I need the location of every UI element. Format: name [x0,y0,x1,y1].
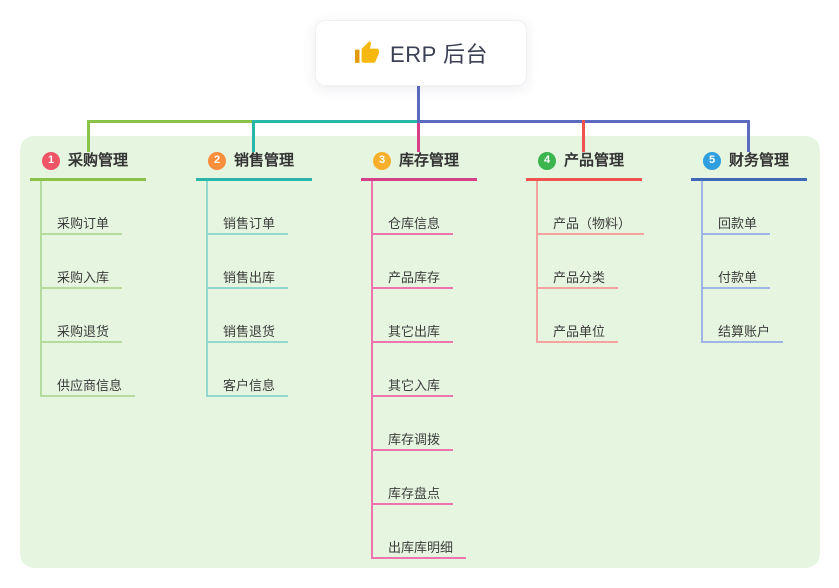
branch-label: 财务管理 [729,152,790,169]
branch-label: 采购管理 [68,152,129,169]
branch-column-chanpin: 4 产品管理 产品（物料） 产品分类 产品单位 [526,148,686,343]
branch-children: 销售订单 销售出库 销售退货 客户信息 [206,181,289,397]
child-node[interactable]: 采购入库 [42,235,123,289]
child-node[interactable]: 销售退货 [208,289,289,343]
child-node[interactable]: 销售出库 [208,235,289,289]
stub-branch3 [417,123,420,152]
bus-segment-branch2 [252,120,419,123]
branch-label: 产品管理 [564,152,625,169]
branch-label: 库存管理 [399,152,460,169]
branch-node-chanpin[interactable]: 4 产品管理 [526,148,642,181]
branch-label: 销售管理 [234,152,295,169]
child-node[interactable]: 仓库信息 [373,181,454,235]
bus-segment-branch1 [87,120,254,123]
child-node[interactable]: 采购退货 [42,289,123,343]
branch-badge-3: 3 [373,151,391,170]
root-node[interactable]: ERP 后台 [315,20,527,86]
branch-node-kucun[interactable]: 3 库存管理 [361,148,477,181]
child-node[interactable]: 客户信息 [208,343,289,397]
branch-column-xiaoshou: 2 销售管理 销售订单 销售出库 销售退货 客户信息 [196,148,356,397]
child-node[interactable]: 其它入库 [373,343,454,397]
branch-column-caiwu: 5 财务管理 回款单 付款单 结算账户 [691,148,839,343]
child-node[interactable]: 产品分类 [538,235,619,289]
branch-children: 采购订单 采购入库 采购退货 供应商信息 [40,181,136,397]
child-node[interactable]: 库存调拨 [373,397,454,451]
branch-badge-1: 1 [42,151,60,170]
stub-branch4 [582,120,585,152]
branch-children: 回款单 付款单 结算账户 [701,181,784,343]
branch-node-caiwu[interactable]: 5 财务管理 [691,148,807,181]
child-node[interactable]: 结算账户 [703,289,784,343]
child-node[interactable]: 付款单 [703,235,771,289]
branch-children: 产品（物料） 产品分类 产品单位 [536,181,645,343]
branch-node-caigou[interactable]: 1 采购管理 [30,148,146,181]
child-node[interactable]: 出库库明细 [373,505,467,559]
child-node[interactable]: 回款单 [703,181,771,235]
child-node[interactable]: 销售订单 [208,181,289,235]
child-node[interactable]: 产品（物料） [538,181,645,235]
branches-panel [20,136,820,568]
child-node[interactable]: 供应商信息 [42,343,136,397]
thumbs-up-icon [355,41,379,63]
branch-badge-2: 2 [208,151,226,170]
child-node[interactable]: 产品单位 [538,289,619,343]
child-node[interactable]: 产品库存 [373,235,454,289]
child-node[interactable]: 采购订单 [42,181,123,235]
branch-column-caigou: 1 采购管理 采购订单 采购入库 采购退货 供应商信息 [30,148,190,397]
stub-branch5 [747,120,750,152]
branch-badge-4: 4 [538,151,556,170]
child-node[interactable]: 其它出库 [373,289,454,343]
stub-branch1 [87,120,90,152]
branch-column-kucun: 3 库存管理 仓库信息 产品库存 其它出库 其它入库 库存调拨 库存盘点 出库库… [361,148,521,559]
branch-node-xiaoshou[interactable]: 2 销售管理 [196,148,312,181]
branch-children: 仓库信息 产品库存 其它出库 其它入库 库存调拨 库存盘点 出库库明细 [371,181,467,559]
branch-badge-5: 5 [703,151,721,170]
stub-branch2 [252,120,255,152]
root-stem-line [417,84,420,121]
root-node-label: ERP 后台 [390,42,488,67]
child-node[interactable]: 库存盘点 [373,451,454,505]
